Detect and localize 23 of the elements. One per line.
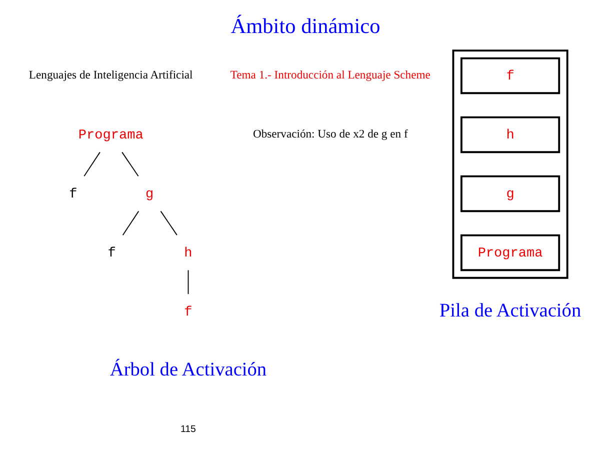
- diagram-title: Ámbito dinámico: [230, 14, 380, 38]
- connector: [122, 210, 140, 236]
- connector: [84, 152, 100, 177]
- node-text: f: [69, 187, 78, 202]
- node-box: f: [460, 57, 560, 94]
- node-box: h: [460, 116, 560, 154]
- node-text: f: [184, 305, 192, 320]
- connector: [160, 210, 178, 236]
- label: Lenguajes de Inteligencia Artificial: [28, 68, 193, 82]
- label: Pila de Activación: [439, 300, 582, 322]
- label: Árbol de Activación: [110, 360, 267, 381]
- node-text: h: [184, 246, 192, 262]
- node-text: g: [145, 187, 154, 202]
- connector: [188, 270, 189, 295]
- node-box: g: [460, 175, 560, 212]
- label: 115: [180, 424, 196, 436]
- label: Observación: Uso de x2 de g en f: [252, 128, 408, 141]
- node-text: Programa: [78, 128, 144, 144]
- node-box: Programa: [460, 234, 560, 272]
- label: Tema 1.- Introducción al Lenguaje Scheme: [230, 68, 430, 82]
- node-text: f: [108, 246, 116, 262]
- cluster: [452, 50, 568, 279]
- connector: [122, 152, 139, 177]
